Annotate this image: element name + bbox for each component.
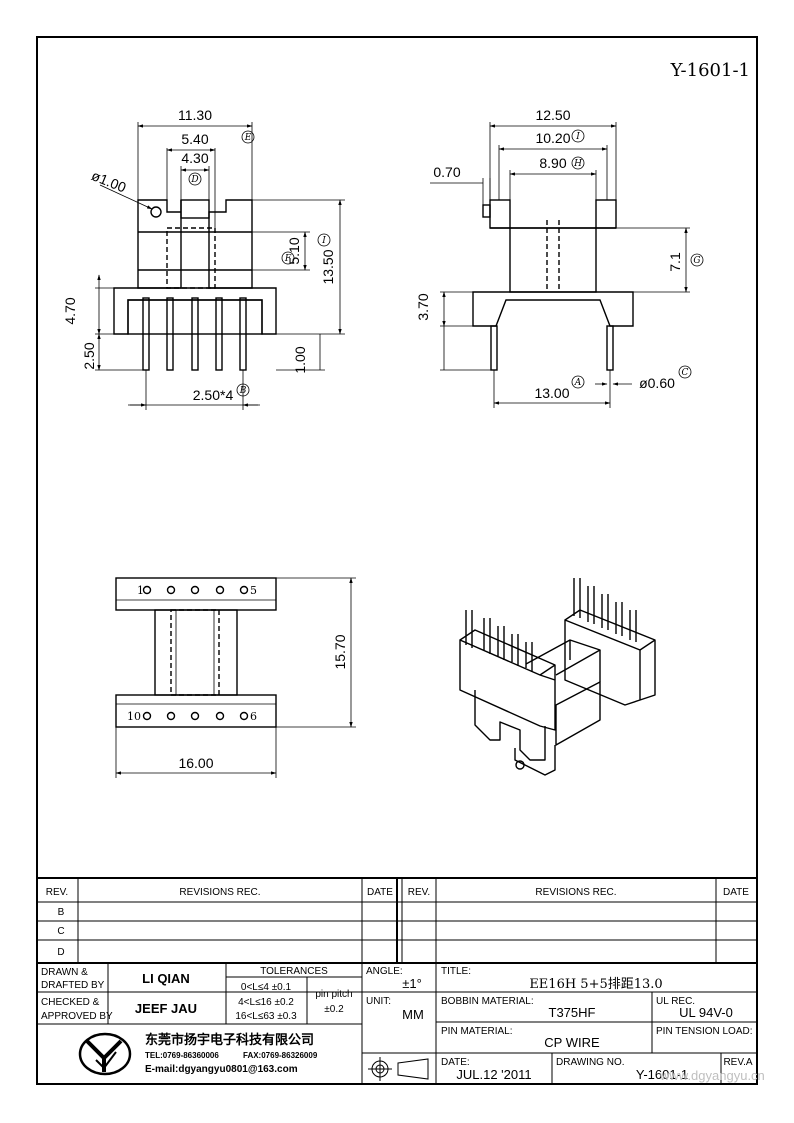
bottom-view	[115, 577, 277, 728]
dim-side-base: 3.70	[415, 293, 431, 320]
side-view-dimensions	[430, 122, 690, 408]
drawing-no-label: DRAWING NO.	[556, 1057, 625, 1068]
pin-tension-label: PIN TENSION LOAD:	[656, 1026, 753, 1037]
date-header-left: DATE	[367, 887, 393, 898]
dim-side-inner: 8.90	[539, 155, 566, 171]
title-label: TITLE:	[441, 966, 471, 977]
mark-i-front: I	[321, 236, 326, 246]
pin-material-value: CP WIRE	[544, 1035, 600, 1050]
bottom-view-dimensions	[115, 577, 356, 778]
checked-label-1: CHECKED &	[41, 997, 100, 1008]
watermark: www.dgyangyu.cn	[659, 1068, 765, 1083]
mark-c: C	[682, 368, 689, 378]
dim-side-row-span: 13.00	[534, 385, 569, 401]
title-block-lines	[37, 877, 757, 1084]
drawn-label-2: DRAFTED BY	[41, 980, 105, 991]
mark-e: E	[244, 133, 252, 143]
angle-value: ±1°	[402, 976, 422, 991]
mark-b: B	[239, 386, 247, 396]
bobbin-material-label: BOBBIN MATERIAL:	[441, 996, 534, 1007]
company-fax: FAX:0769-86326009	[243, 1051, 318, 1060]
mark-i-side: I	[575, 132, 580, 142]
sheet-border	[36, 36, 758, 1085]
dim-front-base: 4.70	[62, 297, 78, 324]
tolerances-header: TOLERANCES	[260, 966, 328, 977]
side-view	[472, 199, 634, 371]
tolerance-1: 0<L≤4 ±0.1	[241, 982, 292, 993]
company-name: 东莞市扬宇电子科技有限公司	[145, 1032, 314, 1047]
dim-side-pin-dia: ø0.60	[639, 375, 675, 391]
dim-front-width: 11.30	[178, 107, 212, 123]
company-logo	[78, 1032, 132, 1076]
date-label: DATE:	[441, 1057, 470, 1068]
rev-a-label: REV.A	[723, 1057, 752, 1068]
side-view-marks	[571, 129, 704, 389]
title-value: EE16H 5+5排距13.0	[529, 977, 662, 992]
company-email: E-mail:dgyangyu0801@163.com	[145, 1064, 298, 1075]
revisions-header-left: REVISIONS REC.	[179, 887, 260, 898]
drawn-name: LI QIAN	[142, 971, 190, 986]
pin-label-6: 6	[250, 710, 257, 723]
pin-material-label: PIN MATERIAL:	[441, 1026, 513, 1037]
dim-front-pitch: 2.50*4	[193, 387, 234, 403]
bobbin-material-value: T375HF	[549, 1005, 596, 1020]
front-view-labels: 11.30 5.40 4.30 ø1.00 13.50 5.10 4.70 2.…	[62, 107, 336, 403]
drawing-no-value: Y-1601-1	[636, 1067, 688, 1082]
bottom-view-labels: 1 5 10 6 15.70 16.00	[127, 584, 348, 771]
dim-front-pin-length: 2.50	[81, 342, 97, 369]
projection-symbol	[368, 1057, 429, 1081]
side-view-mark-letters: I H G A C	[573, 132, 701, 388]
dim-side-width: 12.50	[535, 107, 570, 123]
front-view-marks	[188, 130, 331, 397]
pin-label-5: 5	[250, 584, 257, 597]
dim-front-height: 13.50	[320, 249, 336, 284]
rev-header-right: REV.	[408, 887, 430, 898]
dim-side-step: 0.70	[433, 164, 460, 180]
dim-front-mid: 5.40	[181, 131, 208, 147]
drawing-number-top: Y-1601-1	[670, 60, 750, 81]
front-view-mark-letters: E D I F B	[190, 133, 326, 396]
revisions-header-right: REVISIONS REC.	[535, 887, 616, 898]
title-block-text: REV. REVISIONS REC. DATE REV. REVISIONS …	[41, 887, 765, 1083]
ul-rec-label: UL REC.	[656, 996, 695, 1007]
tolerance-3: 16<L≤63 ±0.3	[235, 1011, 297, 1022]
mark-d: D	[190, 175, 198, 185]
date-value: JUL.12 '2011	[456, 1067, 531, 1082]
rev-header-left: REV.	[46, 887, 68, 898]
dim-front-hole: ø1.00	[89, 167, 128, 195]
ul-rec-value: UL 94V-0	[679, 1005, 733, 1020]
checked-name: JEEF JAU	[135, 1001, 197, 1016]
rev-d: D	[57, 947, 64, 958]
side-view-labels: 12.50 10.20 8.90 0.70 7.1 3.70 13.00 ø0.…	[415, 107, 683, 401]
front-view	[113, 199, 277, 371]
company-tel: TEL:0769-86360006	[145, 1051, 219, 1060]
dim-front-window: 5.10	[286, 237, 302, 264]
dim-front-inner: 4.30	[181, 150, 208, 166]
mark-a: A	[574, 378, 582, 388]
mark-g: G	[693, 256, 700, 266]
pin-pitch-label: pin pitch	[315, 989, 352, 1000]
mark-f: F	[284, 254, 292, 264]
front-view-dimensions	[95, 122, 345, 410]
angle-label: ANGLE:	[366, 966, 403, 977]
dim-side-height: 7.1	[667, 252, 683, 272]
dim-side-mid: 10.20	[535, 130, 570, 146]
dim-bottom-height: 15.70	[332, 634, 348, 669]
mark-h: H	[573, 159, 582, 169]
unit-label: UNIT:	[366, 996, 391, 1007]
date-header-right: DATE	[723, 887, 749, 898]
rev-c: C	[57, 926, 64, 937]
drawn-label-1: DRAWN &	[41, 967, 88, 978]
pin-pitch-value: ±0.2	[324, 1004, 344, 1015]
dim-front-standoff: 1.00	[292, 346, 308, 373]
pin-label-10: 10	[127, 710, 141, 723]
tolerance-2: 4<L≤16 ±0.2	[238, 997, 294, 1008]
rev-b: B	[58, 907, 65, 918]
pin-label-1: 1	[137, 584, 144, 597]
checked-label-2: APPROVED BY	[41, 1011, 113, 1022]
dim-bottom-width: 16.00	[178, 755, 213, 771]
isometric-view	[459, 578, 656, 776]
unit-value: MM	[402, 1007, 424, 1022]
